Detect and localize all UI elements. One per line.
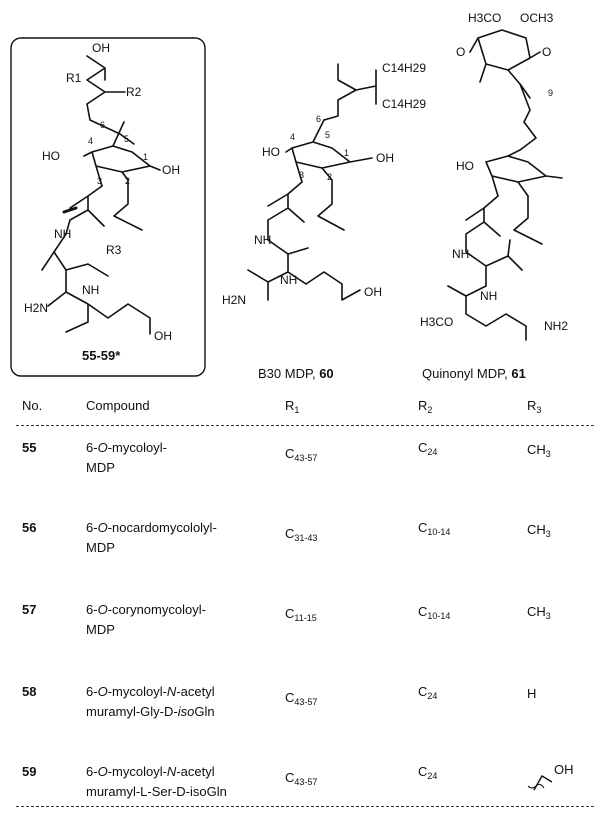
backbone-61-bonds (447, 195, 543, 341)
ring-number-2: 2 (125, 176, 130, 186)
row-59-r3-structure: OH (527, 762, 574, 791)
r1-label: R1 (66, 71, 82, 85)
row-57-compound: 6-O-corynomycoloyl-MDP (86, 602, 206, 637)
wedge-bonds (62, 206, 78, 214)
ho-label-61: HO (456, 159, 474, 173)
backbone-bonds (41, 179, 151, 335)
row-58-no: 58 (22, 684, 37, 699)
backbone-60-bonds (247, 179, 361, 301)
ring-number-6-60: 6 (316, 114, 321, 124)
methoxy-label-a: H3CO (468, 11, 501, 25)
ho-label-60: HO (262, 145, 280, 159)
c14-label-a: C14H29 (382, 61, 426, 75)
oh-label-60: OH (376, 151, 394, 165)
header-r3: R3 (527, 398, 542, 415)
row-57-no: 57 (22, 602, 37, 617)
header-compound: Compound (86, 398, 150, 413)
row-59-no: 59 (22, 764, 37, 779)
row-58-r1: C43-57 (285, 690, 318, 707)
row-57-r3: CH3 (527, 604, 551, 621)
acid-oh-label-60: OH (364, 285, 382, 299)
sugar-60-bonds (285, 119, 373, 183)
row-58-r2: C24 (418, 684, 438, 701)
ring-number-3: 3 (97, 176, 102, 186)
quinone-o-left: O (456, 45, 465, 59)
quinone-o-right: O (542, 45, 551, 59)
nh-label-b-60: NH (280, 273, 297, 287)
ring-number-1-60: 1 (344, 148, 349, 158)
header-r1: R1 (285, 398, 300, 415)
chain-repeat-label: 9 (548, 88, 553, 98)
header-no: No. (22, 398, 43, 413)
c14-label-b: C14H29 (382, 97, 426, 111)
ring-number-4-60: 4 (290, 132, 295, 142)
row-57-r1: C11-15 (285, 606, 317, 623)
chain-61-bonds (519, 83, 537, 151)
h2n-label-60: H2N (222, 293, 246, 307)
compound-caption-60: B30 MDP, 60 (258, 366, 334, 381)
ester-methoxy-label: H3CO (420, 315, 453, 329)
methoxy-label-b: OCH3 (520, 11, 554, 25)
ho-label: HO (42, 149, 60, 163)
structure-box (10, 37, 206, 377)
row-59-r2: C24 (418, 764, 438, 781)
row-59-r1: C43-57 (285, 770, 318, 787)
nh-label-a-60: NH (254, 233, 271, 247)
sugar-61-bonds (485, 149, 563, 197)
ring-number-6: 6 (100, 120, 105, 130)
sugar-ring-bonds (83, 121, 161, 187)
ring-number-1: 1 (143, 152, 148, 162)
row-58-r3: H (527, 686, 537, 701)
acid-oh-label: OH (154, 329, 172, 343)
row-55-r2: C24 (418, 440, 438, 457)
nh-label-b-61: NH (480, 289, 497, 303)
row-56-r3: CH3 (527, 522, 551, 539)
hydroxyl-label: OH (92, 41, 110, 55)
ring-number-5-60: 5 (325, 130, 330, 140)
ring-number-2-60: 2 (327, 172, 332, 182)
row-55-r1: C43-57 (285, 446, 318, 463)
row-55-r3: CH3 (527, 442, 551, 459)
r3-label: R3 (106, 243, 122, 257)
nh-label-b: NH (82, 283, 99, 297)
row-55-compound: 6-O-mycoloyl-MDP (86, 440, 167, 475)
table-divider-top (16, 425, 594, 426)
row-57-r2: C10-14 (418, 604, 451, 621)
lipid-60-bonds (323, 63, 377, 121)
row-56-r1: C31-43 (285, 526, 318, 543)
nh-label-a: NH (54, 227, 71, 241)
amide-nh2-label: NH2 (544, 319, 568, 333)
header-r2: R2 (418, 398, 433, 415)
h2n-label: H2N (24, 301, 48, 315)
row-59-r3-oh: OH (554, 762, 574, 777)
row-55-no: 55 (22, 440, 37, 455)
ring-number-3-60: 3 (299, 170, 304, 180)
compound-caption-61: Quinonyl MDP, 61 (422, 366, 526, 381)
nh-label-a-61: NH (452, 247, 469, 261)
ring-number-4: 4 (88, 136, 93, 146)
anomeric-oh-label: OH (162, 163, 180, 177)
structures-figure: OH R1 R2 HO OH 1 2 3 4 5 6 NH R3 NH H2N … (10, 11, 568, 381)
row-56-r2: C10-14 (418, 520, 451, 537)
row-56-compound: 6-O-nocardomycololyl-MDP (86, 520, 217, 555)
row-56-no: 56 (22, 520, 37, 535)
ring-number-5: 5 (124, 134, 129, 144)
r2-label: R2 (126, 85, 142, 99)
lipid-chain-bonds (86, 55, 135, 145)
quinone-ring-bonds (469, 29, 541, 99)
compound-caption-55-59: 55-59* (82, 348, 121, 363)
table-divider-bottom (16, 806, 594, 807)
